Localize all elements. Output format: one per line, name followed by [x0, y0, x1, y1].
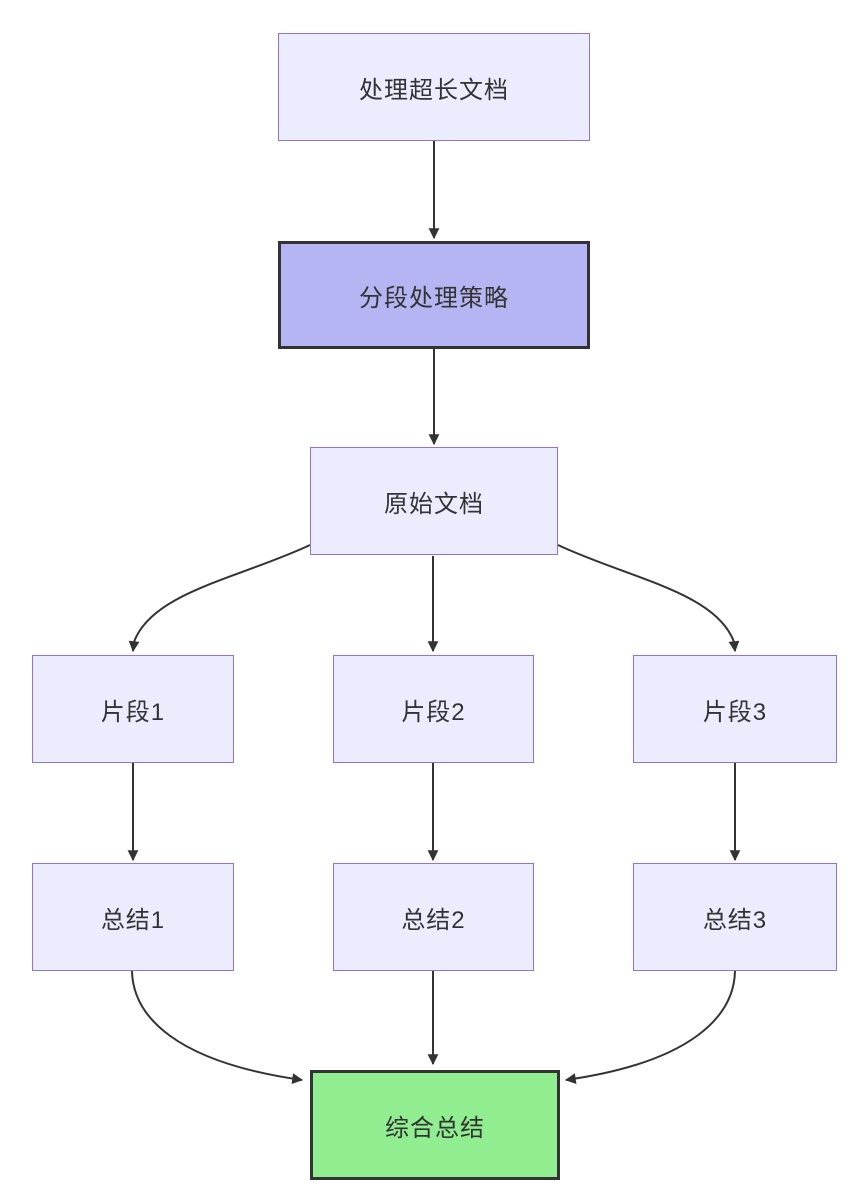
node-source-document-label: 原始文档 — [384, 490, 484, 518]
node-process-long-document: 处理超长文档 — [278, 33, 590, 141]
node-summary-1: 总结1 — [32, 863, 234, 971]
node-summary-1-label: 总结1 — [100, 906, 166, 934]
node-final-summary: 综合总结 — [310, 1070, 560, 1180]
node-summary-3-label: 总结3 — [702, 906, 768, 934]
edge-source-to-fragment-1 — [128, 544, 311, 653]
node-summary-2-label: 总结2 — [401, 906, 466, 934]
node-source-document: 原始文档 — [310, 447, 558, 555]
node-fragment-1: 片段1 — [32, 655, 234, 763]
edge-summary-1-to-final — [131, 970, 304, 1084]
node-fragment-2: 片段2 — [333, 655, 534, 763]
node-fragment-3-label: 片段3 — [702, 698, 768, 726]
node-process-long-document-label: 处理超长文档 — [359, 76, 509, 104]
node-segmentation-strategy-label: 分段处理策略 — [359, 284, 509, 312]
node-summary-2: 总结2 — [333, 863, 534, 971]
edge-source-to-fragment-3 — [557, 544, 740, 653]
edge-summary-3-to-final — [564, 970, 736, 1084]
node-segmentation-strategy: 分段处理策略 — [278, 241, 590, 349]
node-summary-3: 总结3 — [633, 863, 837, 971]
node-fragment-1-label: 片段1 — [100, 698, 166, 726]
node-fragment-2-label: 片段2 — [401, 698, 466, 726]
node-final-summary-label: 综合总结 — [385, 1114, 485, 1142]
node-fragment-3: 片段3 — [633, 655, 837, 763]
